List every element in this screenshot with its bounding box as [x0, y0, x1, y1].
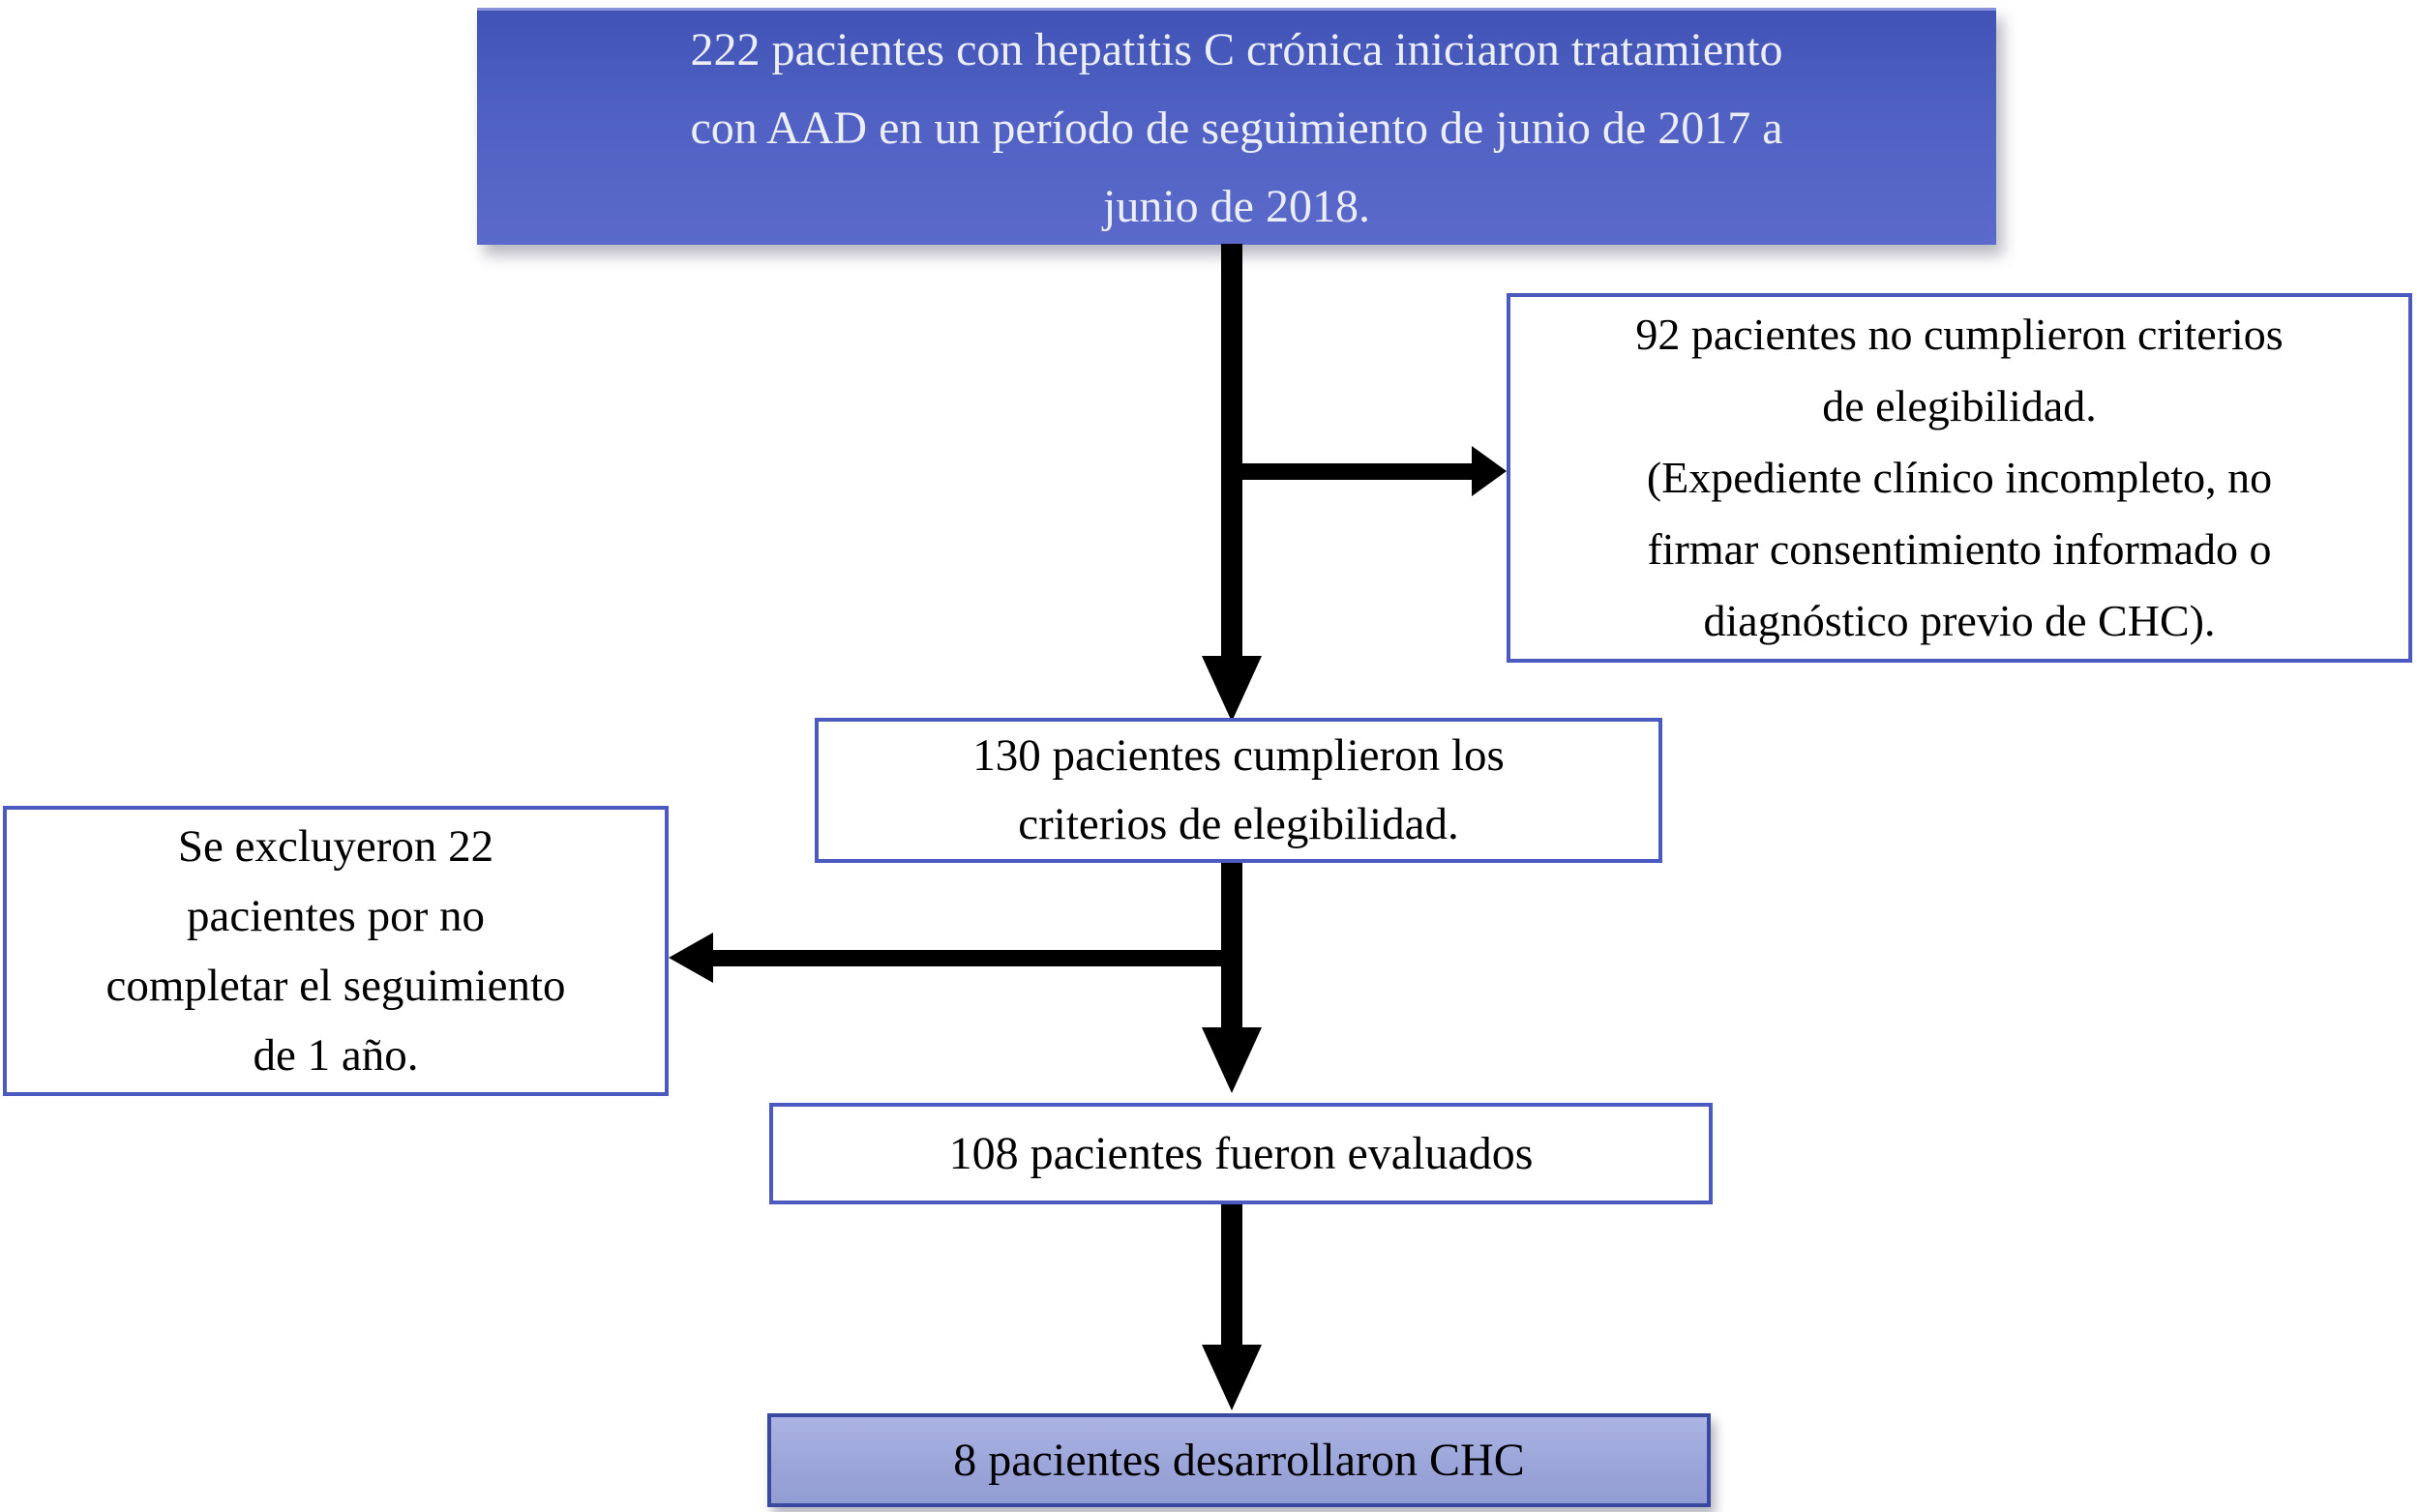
- arrow-excluded-eligibility-shaft: [1241, 463, 1474, 480]
- evaluated-box-text: 108 pacientes fueron evaluados: [948, 1128, 1534, 1179]
- start-box-text: 222 pacientes con hepatitis C crónica in…: [690, 23, 1783, 232]
- excluded-eligibility-box-text: 92 pacientes no cumplieron criterios de …: [1635, 310, 2284, 645]
- evaluated-box: 108 pacientes fueron evaluados: [769, 1103, 1713, 1204]
- excluded-eligibility-box: 92 pacientes no cumplieron criterios de …: [1507, 293, 2412, 663]
- excluded-followup-box: Se excluyeron 22 pacientes por no comple…: [3, 806, 669, 1096]
- arrow-start-to-eligible-head: [1202, 656, 1262, 722]
- arrow-evaluated-to-outcome-head: [1202, 1345, 1262, 1410]
- excluded-followup-box-text: Se excluyeron 22 pacientes por no comple…: [105, 821, 566, 1081]
- outcome-box-text: 8 pacientes desarrollaron CHC: [953, 1435, 1525, 1486]
- arrow-excluded-followup-shaft: [711, 950, 1241, 966]
- eligible-box-text: 130 pacientes cumplieron los criterios d…: [972, 730, 1505, 849]
- arrow-eligible-to-evaluated-shaft: [1221, 863, 1242, 1029]
- eligible-box: 130 pacientes cumplieron los criterios d…: [815, 718, 1662, 863]
- arrow-evaluated-to-outcome-shaft: [1221, 1204, 1242, 1347]
- outcome-box: 8 pacientes desarrollaron CHC: [767, 1413, 1711, 1507]
- start-box: 222 pacientes con hepatitis C crónica in…: [477, 8, 1996, 245]
- arrow-excluded-eligibility-head: [1472, 446, 1507, 496]
- arrow-start-to-eligible-shaft: [1221, 244, 1242, 657]
- arrow-excluded-followup-head: [669, 933, 713, 983]
- arrow-eligible-to-evaluated-head: [1202, 1027, 1262, 1093]
